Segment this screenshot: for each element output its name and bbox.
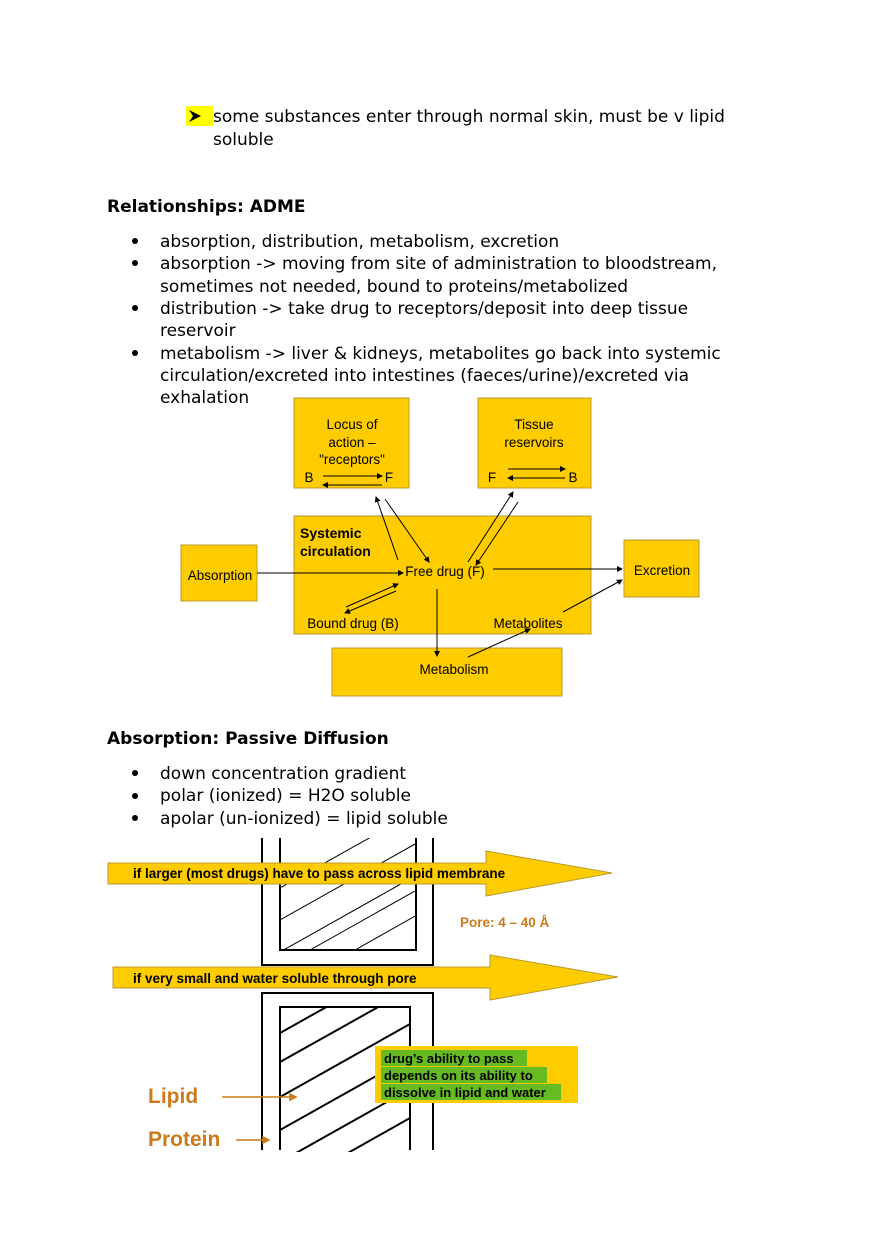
membrane-upper-outer bbox=[261, 838, 434, 966]
metabolism-box bbox=[331, 647, 563, 697]
section-heading-adme: Relationships: ADME bbox=[107, 197, 306, 217]
list-item-cont: exhalation bbox=[160, 388, 250, 408]
locus-label: action – bbox=[328, 435, 376, 450]
list-item: metabolism -> liver & kidneys, metabolit… bbox=[160, 344, 721, 364]
note-line: dissolve in lipid and water bbox=[384, 1085, 546, 1100]
list-item-cont: sometimes not needed, bound to proteins/… bbox=[160, 277, 629, 297]
arrow1-label: if larger (most drugs) have to pass acro… bbox=[133, 866, 506, 881]
tissue-label: reservoirs bbox=[504, 435, 564, 450]
adme-diagram-absorption: Absorption bbox=[180, 544, 282, 602]
membrane-upper-inner bbox=[279, 838, 417, 951]
note-line: depends on its ability to bbox=[384, 1068, 533, 1083]
lipid-label: Lipid bbox=[148, 1085, 198, 1108]
list-item-cont: circulation/excreted into intestines (fa… bbox=[160, 366, 690, 386]
list-item: apolar (un-ionized) = lipid soluble bbox=[160, 809, 448, 829]
list-item: absorption, distribution, metabolism, ex… bbox=[160, 232, 560, 252]
excretion-label: Excretion bbox=[634, 563, 690, 578]
arrowhead-bullet-icon bbox=[186, 106, 213, 126]
metabolites-label: Metabolites bbox=[493, 616, 562, 631]
systemic-box bbox=[293, 515, 592, 635]
arrow2-label: if very small and water soluble through … bbox=[133, 971, 417, 986]
list-item: down concentration gradient bbox=[160, 764, 407, 784]
membrane-figure: if larger (most drugs) have to pass acro… bbox=[105, 838, 625, 1152]
excretion-box bbox=[623, 539, 700, 598]
arrow-pore-route bbox=[112, 954, 619, 1001]
adme-diagram: Locus of action – "receptors" B F Tissue… bbox=[282, 397, 700, 697]
systemic-label: Systemic bbox=[300, 525, 362, 541]
note-line: drug’s ability to pass bbox=[384, 1051, 514, 1066]
pore-label: Pore: 4 – 40 Å bbox=[460, 915, 550, 930]
intro-line-1: some substances enter through normal ski… bbox=[213, 107, 725, 127]
locus-label: "receptors" bbox=[319, 452, 385, 467]
absorption-label: Absorption bbox=[188, 568, 253, 583]
tissue-box bbox=[477, 397, 592, 489]
locus-b: B bbox=[304, 470, 313, 485]
list-item: polar (ionized) = H2O soluble bbox=[160, 786, 411, 806]
bound-drug-label: Bound drug (B) bbox=[307, 616, 399, 631]
locus-f: F bbox=[385, 470, 393, 485]
arrows bbox=[282, 466, 623, 658]
metabolism-label: Metabolism bbox=[419, 662, 488, 677]
list-item: absorption -> moving from site of admini… bbox=[160, 254, 718, 274]
systemic-label: circulation bbox=[300, 543, 371, 559]
list-item: distribution -> take drug to receptors/d… bbox=[160, 299, 689, 319]
tissue-f: F bbox=[488, 470, 496, 485]
locus-label: Locus of bbox=[326, 417, 377, 432]
intro-line-2: soluble bbox=[213, 130, 274, 150]
list-item-cont: reservoir bbox=[160, 321, 236, 341]
tissue-b: B bbox=[568, 470, 577, 485]
section-heading-passive-diffusion: Absorption: Passive Diffusion bbox=[107, 729, 389, 749]
free-drug-label: Free drug (F) bbox=[405, 564, 485, 579]
locus-box bbox=[293, 397, 410, 489]
protein-label: Protein bbox=[148, 1128, 220, 1151]
arrow-lipid-route bbox=[107, 850, 613, 897]
tissue-label: Tissue bbox=[514, 417, 553, 432]
